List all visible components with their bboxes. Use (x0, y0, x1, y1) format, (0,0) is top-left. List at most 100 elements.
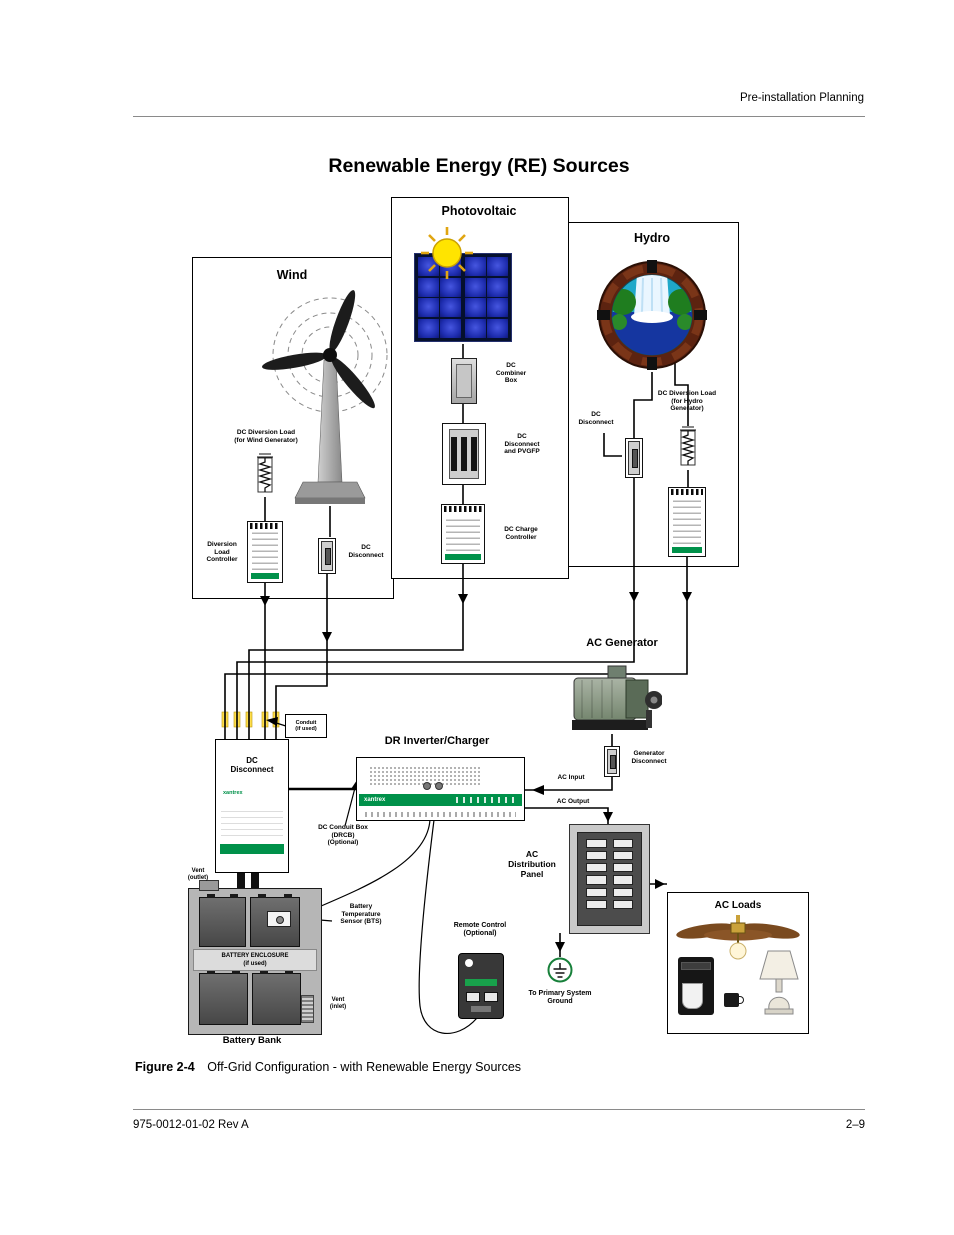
display-icon (471, 1006, 491, 1012)
footer-rule (133, 1109, 865, 1110)
breaker-icon (586, 851, 607, 861)
header-rule (133, 116, 865, 117)
dc-disconnect-main-unit: DC Disconnect xantrex (215, 739, 289, 873)
ac-loads-title: AC Loads (714, 900, 762, 911)
solar-panel-icon (465, 257, 508, 338)
hydro-diversion-load-label: DC Diversion Load (for Hydro Generator) (657, 390, 717, 413)
battery-icon (252, 970, 301, 1025)
pv-cell-icon (465, 277, 486, 297)
ac-generator-title: AC Generator (586, 637, 658, 649)
pv-combiner-label: DC Combiner Box (495, 362, 527, 385)
dc-combiner-box-unit (451, 358, 477, 404)
controller-label-lines (673, 498, 701, 544)
xantrex-logo: xantrex (223, 790, 243, 796)
wind-diversion-load-label: DC Diversion Load (for Wind Generator) (234, 429, 298, 444)
bottom-ticks (365, 812, 516, 817)
sun-icon (421, 227, 473, 279)
wind-dc-disconnect-unit (318, 538, 336, 574)
ac-distribution-panel-unit (569, 824, 650, 934)
footer-page-number: 2–9 (845, 1119, 865, 1131)
wind-title: Wind (276, 268, 308, 282)
breaker-icon (461, 437, 467, 471)
hydro-disconnect-label: DC Disconnect (578, 411, 614, 426)
controller-label-lines (446, 515, 480, 551)
dc-conduit-box-label: DC Conduit Box (DRCB) (Optional) (318, 824, 368, 847)
pv-cell-icon (418, 298, 439, 318)
figure-caption-label: Figure 2-4 (135, 1060, 195, 1074)
pv-charge-controller-label: DC Charge Controller (504, 526, 538, 541)
pv-cell-icon (465, 298, 486, 318)
breaker-icon (612, 863, 633, 873)
breaker-icon (612, 875, 633, 885)
ac-generator-icon (572, 665, 662, 730)
ceiling-fan-icon (676, 915, 800, 960)
ground-symbol-icon (547, 957, 573, 983)
vent-inlet-icon (301, 995, 314, 1023)
header-text: Pre-installation Planning (739, 92, 864, 104)
hydro-title: Hydro (633, 231, 671, 245)
coffee-maker-icon (678, 957, 714, 1015)
dc-disconnect-main-label: DC Disconnect (230, 756, 274, 775)
switch-icon (607, 749, 617, 774)
battery-icon (199, 894, 246, 947)
green-stripe (445, 554, 481, 560)
breaker-icon (612, 887, 633, 897)
pv-cell-icon (465, 318, 486, 338)
pv-cell-icon (487, 277, 508, 297)
generator-disconnect-label: Generator Disconnect (631, 750, 667, 765)
breaker-icon (612, 851, 633, 861)
button-icon (484, 992, 498, 1002)
bts-sensor-icon (267, 911, 291, 927)
breaker-icon (586, 839, 607, 849)
wind-controller-label: Diversion Load Controller (206, 541, 238, 564)
pv-cell-icon (418, 318, 439, 338)
green-stripe (220, 844, 284, 854)
bts-label: Battery Temperature Sensor (BTS) (340, 903, 382, 926)
controller-label-lines (252, 532, 278, 570)
pv-cell-icon (487, 298, 508, 318)
breaker-icon (612, 899, 633, 909)
wind-diversion-resistor-icon (257, 453, 273, 493)
switch-icon (628, 441, 640, 475)
pv-charge-controller-unit (441, 504, 485, 564)
switch-icon (321, 541, 333, 571)
terminal-strip-icon (250, 523, 280, 529)
vent-outlet-label: Vent (outlet) (187, 868, 209, 882)
vent-inlet-label: Vent (inlet) (329, 997, 347, 1011)
conduit-label: Conduit (if used) (295, 719, 317, 732)
battery-enclosure-label: BATTERY ENCLOSURE (if used) (193, 949, 317, 971)
generator-disconnect-unit (604, 746, 620, 777)
green-stripe (465, 979, 497, 986)
remote-control-label: Remote Control (Optional) (453, 922, 507, 938)
breaker-icon (586, 899, 607, 909)
wind-turbine-icon (262, 290, 388, 504)
footer-left: 975-0012-01-02 Rev A (133, 1119, 249, 1131)
panel-lines (221, 806, 283, 836)
pv-cell-icon (440, 298, 461, 318)
pv-cell-icon (418, 277, 439, 297)
flow-arrow-icon (260, 592, 692, 952)
battery-icon (199, 970, 248, 1025)
logo-icon (465, 959, 473, 967)
coffee-lid (681, 962, 711, 970)
hydro-charge-controller-unit (668, 487, 706, 557)
terminal-strip-icon (671, 489, 703, 495)
inverter-charger-unit: xantrex (356, 757, 525, 821)
figure-caption-text: Off-Grid Configuration - with Renewable … (207, 1060, 522, 1074)
ground-label: To Primary System Ground (528, 990, 592, 1006)
diagram-title: Renewable Energy (RE) Sources (328, 155, 630, 177)
vent-outlet-icon (199, 880, 219, 891)
breaker-icon (586, 887, 607, 897)
button-icon (466, 992, 480, 1002)
cup-icon (724, 993, 744, 1007)
stripe-ticks (456, 797, 518, 803)
breaker-icon (586, 863, 607, 873)
xantrex-logo: xantrex (364, 797, 386, 803)
inverter-title: DR Inverter/Charger (384, 735, 490, 747)
hydro-dc-disconnect-unit (625, 438, 643, 478)
green-stripe (672, 547, 702, 553)
figure-caption: Figure 2-4 Off-Grid Configuration - with… (135, 1060, 521, 1074)
battery-bank-label: Battery Bank (222, 1035, 282, 1046)
